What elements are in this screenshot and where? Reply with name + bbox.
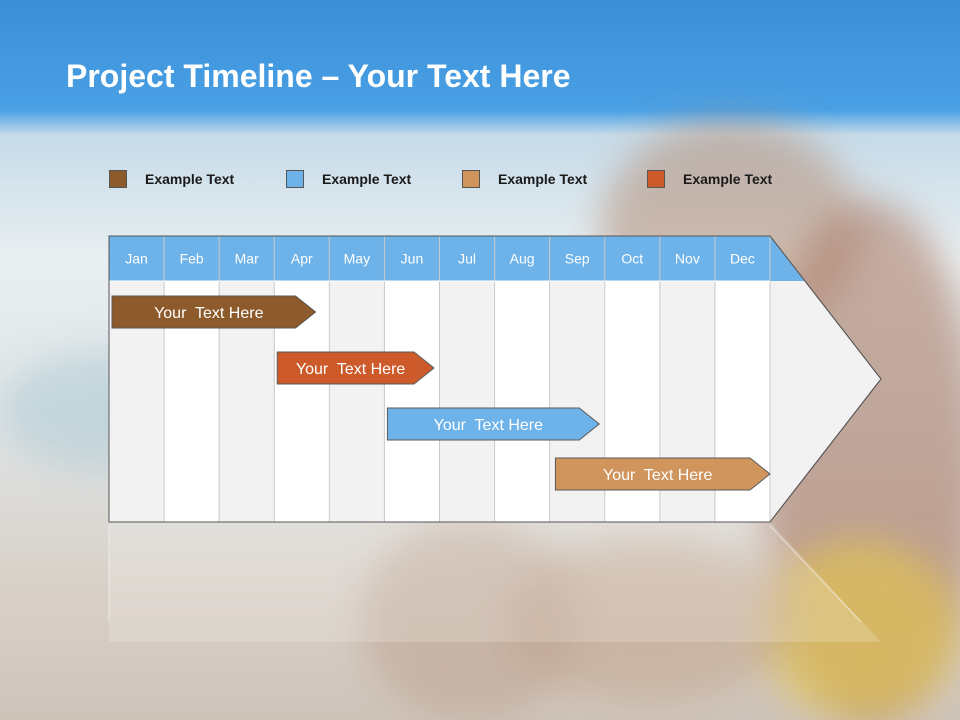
legend-item: Example Text — [647, 170, 772, 188]
task-label: Your Text Here — [154, 305, 264, 322]
reflection-line — [769, 525, 862, 623]
background-blob — [360, 520, 580, 720]
task-bar — [386, 407, 601, 441]
legend-label: Example Text — [498, 171, 588, 187]
month-label: Mar — [235, 251, 259, 267]
month-label: Jul — [458, 251, 476, 267]
month-label: Dec — [730, 251, 755, 267]
month-label: Feb — [180, 251, 204, 267]
month-label: Apr — [291, 251, 313, 267]
month-label: Sep — [565, 251, 590, 267]
task-bar — [554, 457, 771, 491]
month-header — [109, 236, 805, 281]
legend-item: Example Text — [462, 170, 587, 188]
month-column — [494, 281, 550, 522]
timeline-outline — [108, 235, 882, 523]
month-column — [384, 281, 440, 522]
legend-swatch — [109, 170, 127, 188]
month-label: Jun — [401, 251, 424, 267]
page-title: Project Timeline – Your Text Here — [66, 58, 570, 95]
task-label: Your Text Here — [434, 417, 544, 434]
month-label: Nov — [675, 251, 700, 267]
legend: Example Text Example Text Example Text E… — [0, 170, 960, 194]
month-label: Oct — [621, 251, 643, 267]
legend-swatch — [647, 170, 665, 188]
task-bar — [276, 351, 435, 385]
legend-label: Example Text — [322, 171, 412, 187]
month-label: Aug — [510, 251, 535, 267]
background-blob — [500, 540, 800, 700]
month-label: May — [344, 251, 370, 267]
month-label: Jan — [125, 251, 148, 267]
month-column — [329, 281, 385, 522]
task-bar — [111, 295, 317, 329]
legend-swatch — [462, 170, 480, 188]
title-bold: Project Timeline — [66, 58, 313, 94]
timeline-reflection — [109, 522, 881, 642]
legend-item: Example Text — [109, 170, 234, 188]
legend-swatch — [286, 170, 304, 188]
task-label: Your Text Here — [603, 467, 713, 484]
legend-label: Example Text — [683, 171, 773, 187]
legend-label: Example Text — [145, 171, 235, 187]
month-column — [439, 281, 495, 522]
title-rest: – Your Text Here — [312, 58, 571, 94]
task-label: Your Text Here — [296, 361, 406, 378]
legend-item: Example Text — [286, 170, 411, 188]
